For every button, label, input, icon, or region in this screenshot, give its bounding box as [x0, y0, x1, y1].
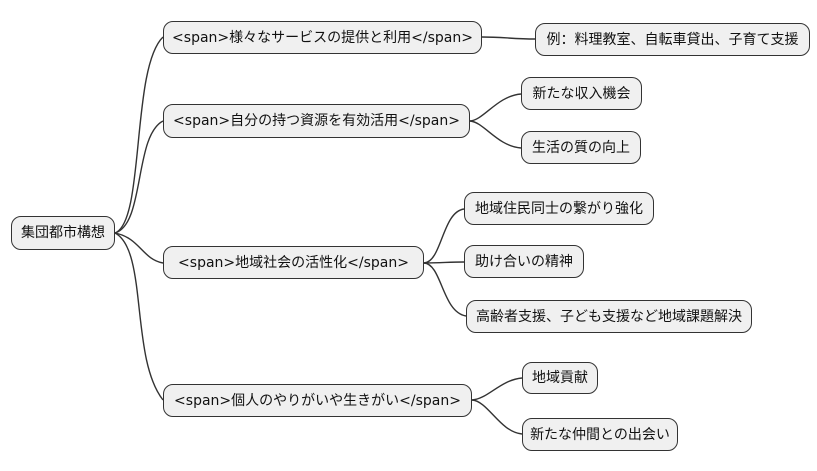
edge-root-branch2 [114, 120, 164, 234]
mindmap-leaf-node-new-friends: 新たな仲間との出会い [522, 418, 678, 451]
mindmap-branch-node-resources: <span>自分の持つ資源を有効活用</span> [163, 104, 470, 138]
mindmap-leaf-node-contribution: 地域貢献 [522, 362, 598, 394]
mindmap-leaf-node-quality-of-life: 生活の質の向上 [521, 131, 641, 164]
mindmap-leaf-node-resident-ties: 地域住民同士の繋がり強化 [464, 192, 654, 225]
mindmap-leaf-node-examples: 例：料理教室、自転車貸出、子育て支援 [535, 23, 810, 56]
edge-branch1-child1 [481, 36, 536, 40]
mindmap-leaf-node-local-issues: 高齢者支援、子ども支援など地域課題解決 [466, 300, 752, 333]
edge-branch4-child1 [471, 377, 523, 401]
edge-branch2-child2 [469, 120, 522, 149]
edge-branch3-child3 [423, 262, 467, 317]
edge-branch2-child1 [469, 93, 522, 122]
edge-root-branch4 [114, 232, 164, 401]
mindmap-root-node: 集団都市構想 [11, 216, 115, 250]
edge-root-branch1 [114, 36, 164, 234]
mindmap-leaf-node-income: 新たな収入機会 [521, 77, 642, 110]
mindmap-branch-node-services: <span>様々なサービスの提供と利用</span> [163, 21, 482, 54]
edge-root-branch3 [114, 232, 164, 264]
edge-branch3-child2 [423, 261, 465, 264]
mindmap-branch-node-community: <span>地域社会の活性化</span> [163, 246, 424, 279]
mindmap-branch-node-fulfillment: <span>個人のやりがいや生きがい</span> [163, 384, 472, 417]
edge-branch3-child1 [423, 208, 465, 264]
edge-branch4-child2 [471, 399, 523, 435]
mindmap-leaf-node-mutual-aid: 助け合いの精神 [464, 245, 584, 278]
